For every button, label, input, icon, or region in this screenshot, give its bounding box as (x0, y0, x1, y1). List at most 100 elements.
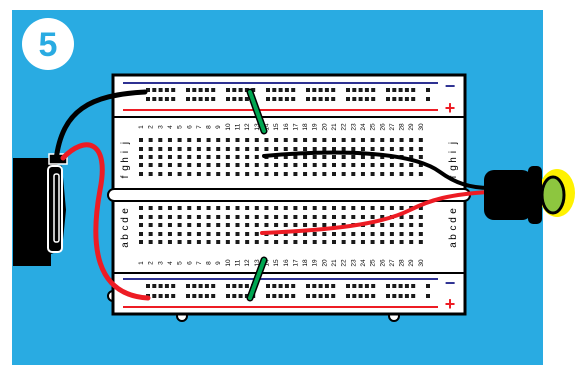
column-number: 23 (350, 259, 357, 267)
breadboard-hole (411, 88, 416, 92)
breadboard-hole (148, 232, 153, 236)
column-number: 10 (225, 123, 232, 131)
breadboard-hole (167, 215, 172, 219)
breadboard-hole (318, 88, 323, 92)
breadboard-hole (364, 88, 369, 92)
breadboard-hole (278, 97, 283, 101)
breadboard-hole (232, 88, 237, 92)
column-number: 18 (302, 123, 309, 131)
breadboard-hole (139, 172, 143, 176)
breadboard-hole (303, 206, 308, 210)
row-letter: d (120, 217, 131, 223)
column-number: 6 (186, 125, 193, 129)
breadboard-hole (206, 215, 211, 219)
breadboard-hole (177, 215, 182, 219)
breadboard-hole (371, 284, 376, 288)
breadboard-hole (266, 88, 270, 92)
breadboard-hole (152, 97, 157, 101)
breadboard-hole (232, 97, 237, 101)
breadboard-hole (293, 232, 298, 236)
breadboard-hole (158, 206, 163, 210)
breadboard-hole (331, 294, 336, 298)
breadboard-hole (293, 172, 298, 176)
row-letter: e (120, 208, 131, 214)
column-number: 23 (350, 123, 357, 131)
column-number: 15 (273, 259, 280, 267)
column-number: 11 (235, 123, 242, 130)
breadboard-hole (206, 138, 211, 142)
breadboard-hole (418, 240, 423, 244)
breadboard-hole (351, 155, 356, 159)
breadboard-hole (254, 240, 259, 244)
row-letter: g (448, 165, 459, 171)
breadboard-hole (226, 97, 230, 101)
breadboard-hole (293, 163, 298, 167)
breadboard-hole (351, 147, 356, 151)
breadboard-hole (235, 232, 240, 236)
breadboard-hole (306, 88, 310, 92)
led-red-lead (260, 190, 492, 235)
breadboard-hole (196, 223, 201, 227)
column-number: 13 (254, 259, 261, 267)
breadboard-hole (358, 294, 363, 298)
breadboard-hole (177, 147, 182, 151)
breadboard-hole (404, 97, 409, 101)
breadboard-hole (274, 206, 279, 210)
breadboard-hole (152, 294, 157, 298)
breadboard-hole (398, 284, 403, 288)
breadboard-hole (225, 223, 230, 227)
breadboard-hole (322, 155, 327, 159)
breadboard-hole (167, 223, 172, 227)
breadboard-hole (386, 88, 390, 92)
breadboard-hole (238, 88, 243, 92)
breadboard-hole (216, 147, 221, 151)
breadboard-hole (264, 240, 269, 244)
breadboard-hole (278, 88, 283, 92)
breadboard-hole (409, 138, 414, 142)
breadboard-hole (399, 240, 404, 244)
breadboard-hole (291, 284, 296, 288)
breadboard-hole (303, 240, 308, 244)
row-letter: i (448, 151, 459, 153)
breadboard-hole (206, 223, 211, 227)
breadboard-hole (206, 163, 211, 167)
breadboard-hole (139, 223, 143, 227)
breadboard-hole (266, 284, 270, 288)
breadboard-hole (167, 232, 172, 236)
breadboard-hole (370, 215, 375, 219)
breadboard-hole (360, 163, 365, 167)
breadboard-hole (418, 172, 423, 176)
breadboard-hole (148, 215, 153, 219)
breadboard-hole (198, 88, 203, 92)
breadboard-hole (235, 223, 240, 227)
breadboard-hole (386, 97, 390, 101)
breadboard-hole (291, 294, 296, 298)
breadboard-hole (409, 232, 414, 236)
top-rail-plus-label: + (445, 98, 456, 118)
breadboard-hole (370, 223, 375, 227)
breadboard-hole (409, 172, 414, 176)
breadboard-hole (167, 163, 172, 167)
breadboard-hole (146, 88, 150, 92)
breadboard-hole (225, 138, 230, 142)
breadboard-hole (225, 240, 230, 244)
green-jumper-bottom (248, 258, 266, 300)
breadboard-hole (177, 206, 182, 210)
breadboard-hole (198, 284, 203, 288)
breadboard-hole (158, 240, 163, 244)
breadboard-hole (312, 284, 317, 288)
breadboard-hole (370, 138, 375, 142)
breadboard-hole (211, 284, 216, 288)
breadboard-hole (352, 294, 357, 298)
breadboard-hole (254, 232, 259, 236)
breadboard-hole (322, 232, 327, 236)
breadboard-hole (139, 163, 143, 167)
breadboard-hole (244, 88, 249, 92)
breadboard-hole (254, 163, 259, 167)
breadboard-hole (306, 284, 310, 288)
breadboard-hole (245, 155, 250, 159)
breadboard-hole (312, 240, 317, 244)
breadboard-hole (245, 215, 250, 219)
column-number: 22 (341, 123, 348, 131)
breadboard-hole (158, 147, 163, 151)
